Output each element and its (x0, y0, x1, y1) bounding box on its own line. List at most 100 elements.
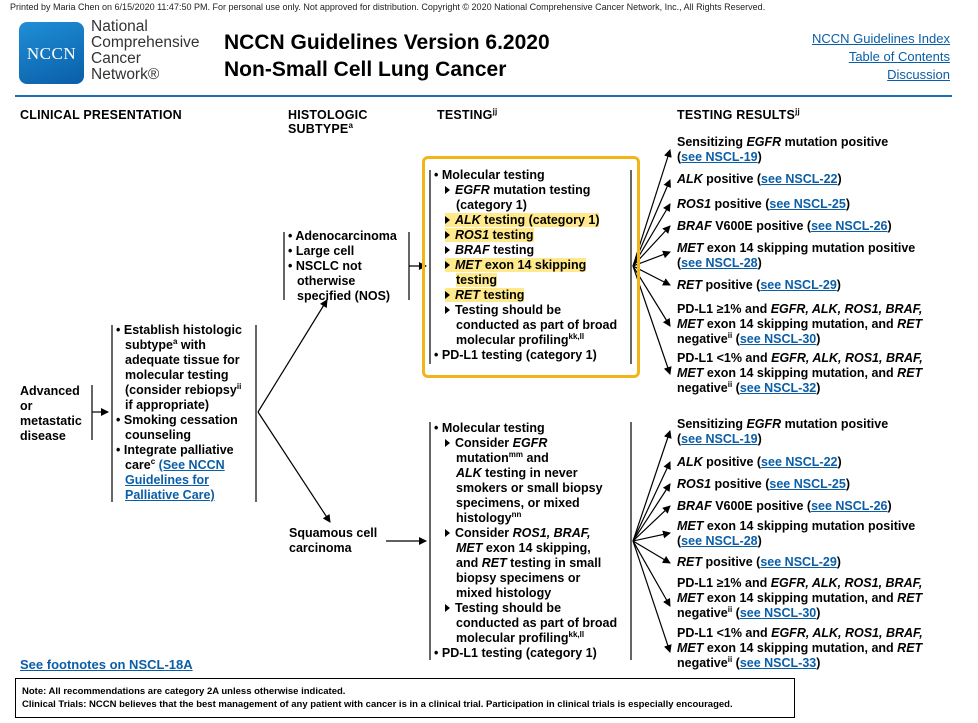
testing-subitem: RET testing (434, 288, 634, 303)
nscl-19-link[interactable]: see NSCL-19 (681, 432, 758, 446)
note-line: Clinical Trials: NCCN believes that the … (22, 699, 733, 710)
footnote-ref: jj (795, 106, 800, 116)
org-line: Cancer (91, 50, 141, 67)
col-histologic-subtype: HISTOLOGIC SUBTYPEa (288, 108, 368, 136)
nscl-29-link[interactable]: see NSCL-29 (760, 555, 837, 569)
result-alk-squamous: ALK positive (see NSCL-22) (677, 455, 842, 469)
nav-links: NCCN Guidelines Index Table of Contents … (812, 30, 950, 84)
org-line: Network® (91, 66, 160, 83)
subtype-squamous: Squamous cell carcinoma (289, 526, 377, 556)
result-ros1-squamous: ROS1 positive (see NSCL-25) (677, 477, 850, 491)
triangle-bullet-icon (445, 529, 450, 537)
nscl-28-link[interactable]: see NSCL-28 (681, 534, 758, 548)
triangle-bullet-icon (445, 439, 450, 447)
nscl-28-link[interactable]: see NSCL-28 (681, 256, 758, 270)
testing-subitem: ROS1 testing (434, 228, 634, 243)
cp-line: or (20, 399, 33, 413)
nscl-19-link[interactable]: see NSCL-19 (681, 150, 758, 164)
nscl-22-link[interactable]: see NSCL-22 (761, 455, 838, 469)
col-testing: TESTINGjj (437, 106, 498, 122)
triangle-bullet-icon (445, 231, 450, 239)
page-title: NCCN Guidelines Version 6.2020 Non-Small… (224, 29, 550, 83)
table-of-contents-link[interactable]: Table of Contents (848, 49, 950, 64)
result-egfr-adeno: Sensitizing EGFR mutation positive(see N… (677, 135, 889, 164)
result-ret-adeno: RET positive (see NSCL-29) (677, 278, 841, 292)
result-alk-adeno: ALK positive (see NSCL-22) (677, 172, 842, 186)
logo-text: NCCN (26, 44, 77, 63)
note-box: Note: All recommendations are category 2… (15, 678, 795, 718)
nccn-logo: NCCN (19, 22, 84, 84)
subtype-line: carcinoma (289, 541, 352, 555)
nscl-30-link[interactable]: see NSCL-30 (739, 606, 817, 620)
result-met-adeno: MET exon 14 skipping mutation positive(s… (677, 241, 916, 270)
printed-notice: Printed by Maria Chen on 6/15/2020 11:47… (10, 2, 766, 12)
nscl-29-link[interactable]: see NSCL-29 (760, 278, 837, 292)
result-egfr-squamous: Sensitizing EGFR mutation positive(see N… (677, 417, 889, 446)
testing-item: • Molecular testing (434, 168, 545, 182)
testing-subitem: BRAF testing (434, 243, 634, 258)
note-line: Note: All recommendations are category 2… (22, 686, 346, 697)
testing-item: • Molecular testing (434, 421, 545, 435)
testing-item: • PD-L1 testing (category 1) (434, 348, 597, 362)
col-histologic-line-1: HISTOLOGIC (288, 108, 368, 122)
testing-adeno-list: • Molecular testing EGFR mutation testin… (434, 168, 634, 363)
footnote-ref: jj (492, 106, 498, 116)
subtype-line: Squamous cell (289, 526, 378, 540)
col-results-label: TESTING RESULTS (677, 108, 796, 122)
nscl-30-link[interactable]: see NSCL-30 (739, 332, 817, 346)
header-divider (15, 95, 952, 97)
subtype-adeno-list: • Adenocarcinoma • Large cell • NSCLC no… (288, 229, 398, 304)
col-histologic-line-2: SUBTYPE (288, 122, 349, 136)
testing-subitem: ALK testing (category 1) (434, 213, 634, 228)
highlight-frame (422, 156, 640, 378)
triangle-bullet-icon (445, 604, 450, 612)
result-pdl1-high-adeno: PD-L1 ≥1% and EGFR, ALK, ROS1, BRAF,MET … (677, 302, 923, 346)
triangle-bullet-icon (445, 306, 450, 314)
title-line-2: Non-Small Cell Lung Cancer (224, 58, 507, 81)
col-testing-results: TESTING RESULTSjj (677, 106, 800, 122)
subtype-item: • Large cell (288, 244, 355, 258)
org-line: Comprehensive (91, 34, 200, 51)
testing-subitem: EGFR mutation testing(category 1) (434, 183, 634, 213)
nscl-26-link[interactable]: see NSCL-26 (811, 499, 888, 513)
result-pdl1-high-squamous: PD-L1 ≥1% and EGFR, ALK, ROS1, BRAF,MET … (677, 576, 923, 620)
triangle-bullet-icon (445, 246, 450, 254)
triangle-bullet-icon (445, 291, 450, 299)
triangle-bullet-icon (445, 216, 450, 224)
org-line: National (91, 18, 148, 35)
result-pdl1-low-adeno: PD-L1 <1% and EGFR, ALK, ROS1, BRAF,MET … (677, 351, 923, 395)
cp-line: disease (20, 429, 66, 443)
guidelines-index-link[interactable]: NCCN Guidelines Index (811, 31, 950, 46)
result-pdl1-low-squamous: PD-L1 <1% and EGFR, ALK, ROS1, BRAF,MET … (677, 626, 923, 670)
title-line-1: NCCN Guidelines Version 6.2020 (224, 31, 550, 54)
col-clinical-presentation: CLINICAL PRESENTATION (20, 108, 182, 122)
result-braf-squamous: BRAF V600E positive (see NSCL-26) (677, 499, 892, 513)
nscl-26-link[interactable]: see NSCL-26 (811, 219, 888, 233)
footnotes-link[interactable]: See footnotes on NSCL-18A (20, 657, 193, 672)
nscl-32-link[interactable]: see NSCL-32 (739, 381, 817, 395)
clinical-presentation-text: Advanced or metastatic disease (20, 384, 82, 444)
nscl-33-link[interactable]: see NSCL-33 (739, 656, 817, 670)
testing-item: • PD-L1 testing (category 1) (434, 646, 597, 660)
discussion-link[interactable]: Discussion (887, 67, 950, 82)
org-name: National Comprehensive Cancer Network® (91, 19, 200, 83)
nscl-25-link[interactable]: see NSCL-25 (769, 477, 846, 491)
footnote-ref: a (348, 120, 354, 130)
cp-line: Advanced (20, 384, 80, 398)
nscl-25-link[interactable]: see NSCL-25 (769, 197, 846, 211)
result-met-squamous: MET exon 14 skipping mutation positive(s… (677, 519, 916, 548)
result-ret-squamous: RET positive (see NSCL-29) (677, 555, 841, 569)
nscl-22-link[interactable]: see NSCL-22 (761, 172, 838, 186)
testing-subitem: Consider ROS1, BRAF,MET exon 14 skipping… (434, 526, 634, 601)
result-ros1-adeno: ROS1 positive (see NSCL-25) (677, 197, 850, 211)
